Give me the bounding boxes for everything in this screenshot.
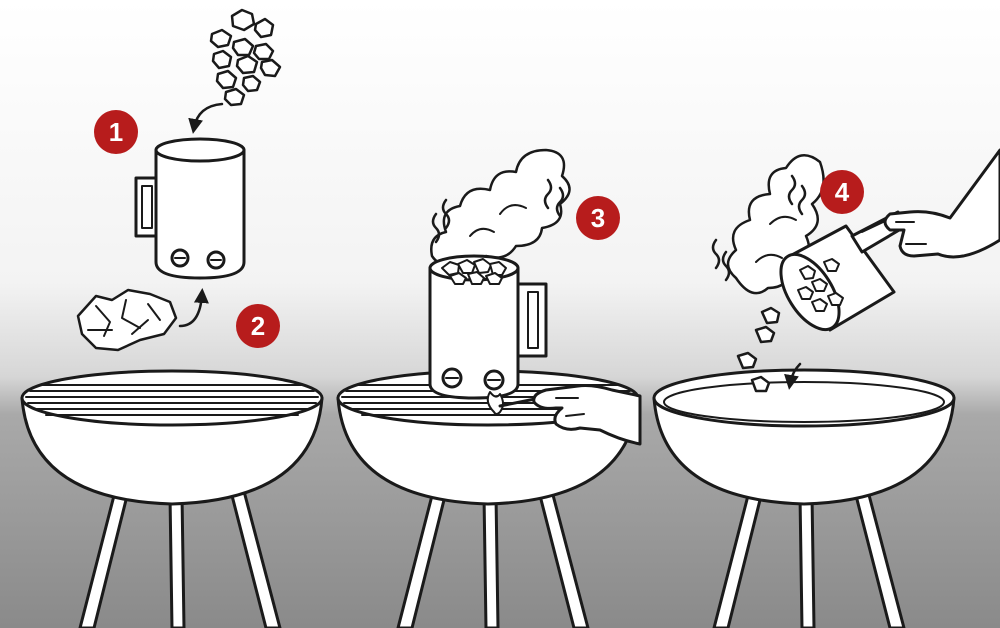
smoke-3 [430,148,571,267]
grill-3-inner-rim [663,381,945,423]
chimney-1-body [154,148,246,280]
smoke-3-wisps [431,178,565,244]
crumpled-newspaper [76,288,178,352]
arrow-newspaper-up [178,288,209,328]
chimney-starter-1 [134,137,246,280]
step-badge-4: 4 [820,170,864,214]
arrow-into-chimney [188,102,224,134]
step-badge-3: 3 [576,196,620,240]
grill-3-leg-back [798,493,816,628]
smoke-4-wisps [711,174,807,282]
grill-2-leg-back [482,493,500,628]
step-number-4: 4 [834,177,850,207]
grill-1 [20,369,324,628]
chimney-3-charcoal [441,258,507,285]
grill-1-bowl [20,396,324,506]
arrow-into-grill [784,362,802,390]
grill-1-leg-back [168,493,186,628]
chimney-starter-3 [428,254,548,400]
grill-3-bowl [652,396,956,506]
step-badge-2: 2 [236,304,280,348]
grill-1-grate [25,384,319,416]
falling-coals-4 [736,306,781,393]
step-number-2: 2 [250,311,266,341]
step-number-1: 1 [108,117,124,147]
chimney-3-body [428,266,520,400]
step-badge-1: 1 [94,110,138,154]
match-flame [486,391,504,415]
hand-pouring [883,148,1000,259]
chimney-1-top [154,137,246,163]
grill-3 [652,368,956,628]
hand-lighting-match [532,384,642,446]
charcoal-pile-falling [209,8,282,107]
chimney-4-charcoal [797,258,844,312]
step-number-3: 3 [590,203,606,233]
